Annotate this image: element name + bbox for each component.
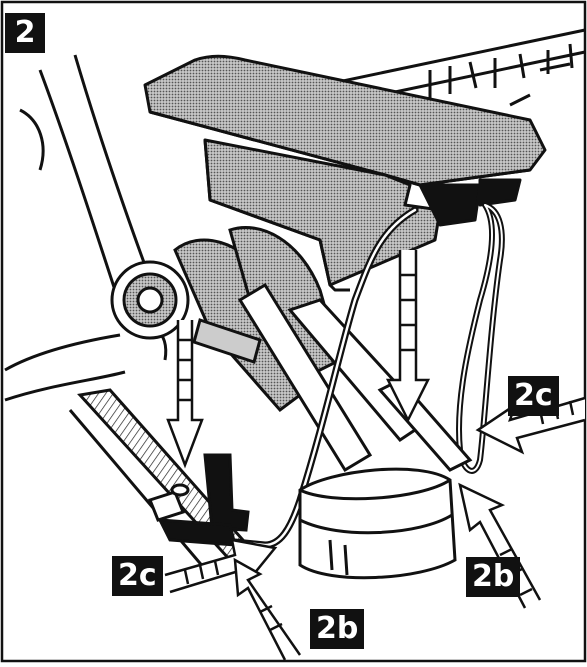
step-number-badge: 2: [5, 13, 45, 53]
callout-2b-right: 2b: [466, 557, 521, 597]
callout-2c-right: 2c: [508, 376, 559, 416]
callout-2b-bottom: 2b: [310, 609, 365, 649]
left-frame: [4, 54, 168, 402]
wheel-hub: [110, 260, 190, 340]
callout-2c-left: 2c: [112, 556, 163, 596]
push-arrow-icon: [233, 557, 302, 661]
seat-structure: [173, 226, 433, 473]
down-arrow-icon: [385, 250, 431, 423]
clip-top-part: [143, 54, 547, 292]
down-arrow-icon: [166, 320, 204, 469]
clip-wire: [206, 202, 505, 549]
